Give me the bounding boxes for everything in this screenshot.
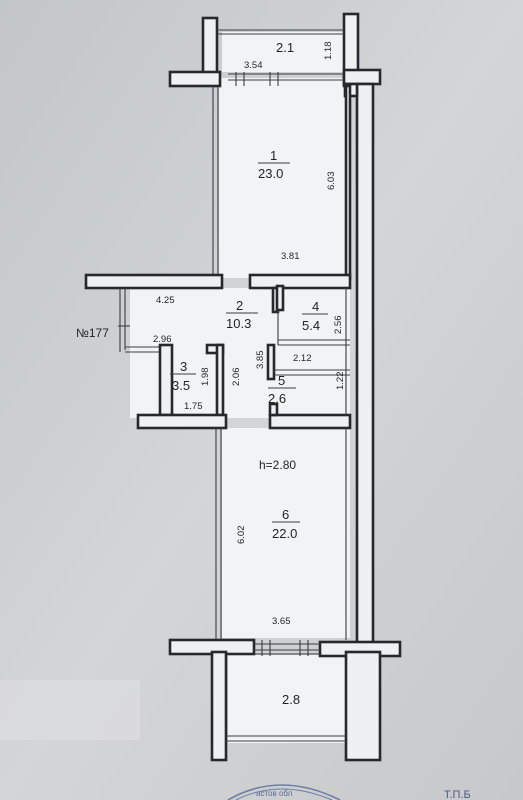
dim-balcony-top-depth: 1.18 <box>323 42 334 61</box>
dim-room6-length: 6.02 <box>236 526 247 545</box>
dim-balcony-top-width: 3.54 <box>244 60 263 71</box>
ceiling-height: h=2.80 <box>259 458 296 472</box>
apartment-number: №177 <box>76 326 109 340</box>
dimension-labels: 3.54 1.18 6.03 3.81 4.25 2.96 1.98 1.75 … <box>153 42 346 628</box>
dim-bath-height: 1.98 <box>200 368 211 387</box>
room-4-number: 4 <box>312 299 319 314</box>
room-3-number: 3 <box>180 359 187 374</box>
corner-text: Т.П.Б <box>444 789 471 800</box>
room-6-number: 6 <box>282 507 289 522</box>
room-3-area: 3.5 <box>172 378 190 393</box>
dim-hall-width: 4.25 <box>156 295 175 306</box>
balcony-top-walls <box>168 12 382 88</box>
room-fills <box>130 32 350 743</box>
dim-bath-outer-width: 2.96 <box>153 334 172 345</box>
dim-room5-height: 1.22 <box>335 372 346 391</box>
room-1-number: 1 <box>270 148 277 163</box>
dim-room5-width: 2.12 <box>293 353 312 364</box>
dim-room6-width: 3.65 <box>272 616 291 627</box>
dim-room4-height: 2.56 <box>333 316 344 335</box>
room-2-area: 10.3 <box>226 316 251 331</box>
stamp-text: астов обл <box>256 789 293 798</box>
dim-bath-width: 1.75 <box>184 401 203 412</box>
stamp-fragment: астов обл <box>227 784 341 800</box>
room-4-area: 5.4 <box>302 318 320 333</box>
room-labels: 2.1 1 23.0 2 10.3 3 3.5 4 5.4 5 2.6 6 22… <box>172 40 320 707</box>
fraction-bars <box>170 162 328 523</box>
dim-hall-length: 3.85 <box>255 351 266 370</box>
room-6-area: 22.0 <box>272 526 297 541</box>
room-5-number: 5 <box>278 373 285 388</box>
dim-room1-width: 3.81 <box>281 251 300 262</box>
dim-corridor-height: 2.06 <box>231 368 242 387</box>
room-5-area: 2.6 <box>268 391 286 406</box>
room-2-number: 2 <box>236 298 243 313</box>
balcony-bottom-area: 2.8 <box>282 692 300 707</box>
glare-patch <box>0 680 140 740</box>
room-1-area: 23.0 <box>258 166 283 181</box>
balcony-bottom-walls <box>168 638 402 762</box>
balcony-top-area: 2.1 <box>276 40 294 55</box>
dim-room1-length: 6.03 <box>326 172 337 191</box>
